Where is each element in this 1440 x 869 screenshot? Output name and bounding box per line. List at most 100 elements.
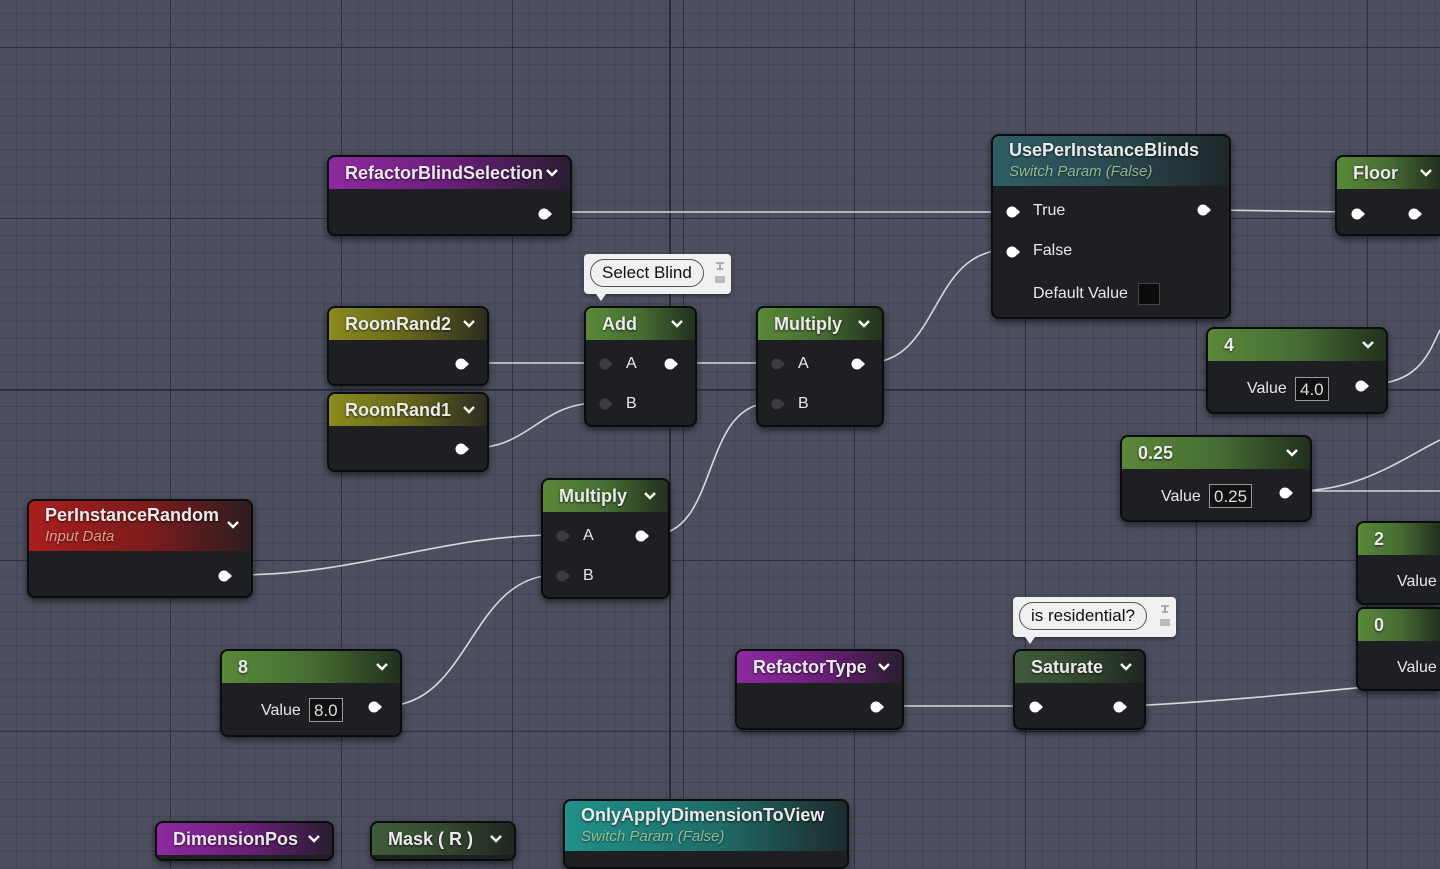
node-mask-r[interactable]: Mask ( R )	[370, 821, 516, 861]
comment-tail	[596, 294, 606, 301]
node-per-instance-random[interactable]: PerInstanceRandom Input Data	[27, 499, 253, 598]
node-header[interactable]: RoomRand1	[329, 394, 487, 426]
node-room-rand2[interactable]: RoomRand2	[327, 306, 489, 386]
output-pin-icon[interactable]	[538, 207, 552, 221]
chevron-down-icon[interactable]	[876, 659, 892, 675]
node-saturate[interactable]: Saturate	[1013, 649, 1146, 730]
wire-layer	[235, 209, 1440, 707]
comment-bubble-select-blind[interactable]: Select Blind	[584, 254, 731, 301]
output-pin-icon[interactable]	[1279, 486, 1293, 500]
input-pin-icon[interactable]	[599, 357, 613, 371]
comment-bubble-is-residential[interactable]: is residential?	[1013, 597, 1176, 644]
node-header[interactable]: Multiply	[543, 480, 668, 512]
node-constant-8[interactable]: 8 Value 8.0	[220, 649, 402, 737]
chevron-down-icon[interactable]	[1360, 337, 1376, 353]
output-pin-icon[interactable]	[455, 357, 469, 371]
chevron-down-icon[interactable]	[669, 316, 685, 332]
value-input[interactable]: 4.0	[1295, 377, 1329, 401]
node-multiply[interactable]: Multiply A B	[756, 306, 884, 427]
node-header[interactable]: 8	[222, 651, 400, 683]
output-pin-icon[interactable]	[870, 700, 884, 714]
output-pin-icon[interactable]	[851, 357, 865, 371]
node-header[interactable]: Add	[586, 308, 695, 340]
chevron-down-icon[interactable]	[306, 831, 322, 847]
node-floor[interactable]: Floor	[1335, 155, 1440, 236]
node-header[interactable]: RoomRand2	[329, 308, 487, 340]
node-header[interactable]: PerInstanceRandom Input Data	[29, 501, 251, 551]
node-title: Mask ( R )	[388, 829, 474, 849]
node-room-rand1[interactable]: RoomRand1	[327, 392, 489, 472]
node-multiply[interactable]: Multiply A B	[541, 478, 670, 599]
output-pin-icon[interactable]	[664, 357, 678, 371]
chevron-down-icon[interactable]	[1118, 659, 1134, 675]
node-add[interactable]: Add A B	[584, 306, 697, 427]
value-input[interactable]: 0.25	[1209, 484, 1253, 508]
node-constant-025[interactable]: 0.25 Value 0.25	[1120, 435, 1312, 522]
node-title: Saturate	[1031, 657, 1104, 677]
node-constant-0[interactable]: 0 Value	[1356, 607, 1440, 691]
output-pin-icon[interactable]	[218, 569, 232, 583]
node-title: PerInstanceRandom	[45, 505, 220, 525]
node-constant-4[interactable]: 4 Value 4.0	[1206, 327, 1388, 414]
output-pin-icon[interactable]	[1197, 203, 1211, 217]
output-pin-icon[interactable]	[368, 700, 382, 714]
chevron-down-icon[interactable]	[488, 831, 504, 847]
chevron-down-icon[interactable]	[1284, 445, 1300, 461]
chevron-down-icon[interactable]	[461, 402, 477, 418]
wire	[1213, 209, 1351, 213]
node-header[interactable]: OnlyApplyDimensionToView Switch Param (F…	[565, 801, 847, 851]
node-dimension-pos[interactable]: DimensionPos	[155, 821, 334, 861]
output-pin-icon[interactable]	[1355, 379, 1369, 393]
input-pin-icon[interactable]	[1006, 245, 1020, 259]
input-pin-icon[interactable]	[771, 397, 785, 411]
input-pin-icon[interactable]	[1351, 207, 1365, 221]
node-title: RoomRand1	[345, 400, 452, 420]
node-title: RefactorBlindSelection	[345, 163, 544, 183]
input-pin-icon[interactable]	[1029, 700, 1043, 714]
chevron-down-icon[interactable]	[1418, 165, 1434, 181]
node-header[interactable]: Saturate	[1015, 651, 1144, 683]
node-header[interactable]: Multiply	[758, 308, 882, 340]
node-header[interactable]: RefactorBlindSelection	[329, 157, 570, 189]
node-header[interactable]: 0.25	[1122, 437, 1310, 469]
comment-pin-icon[interactable]	[1159, 603, 1171, 629]
chevron-down-icon[interactable]	[225, 517, 241, 533]
node-subtitle: Switch Param (False)	[581, 828, 725, 845]
output-pin-icon[interactable]	[1408, 207, 1422, 221]
node-header[interactable]: Mask ( R )	[372, 823, 514, 855]
chevron-down-icon[interactable]	[461, 316, 477, 332]
node-constant-2[interactable]: 2 Value	[1356, 521, 1440, 605]
comment-pin-icon[interactable]	[714, 260, 726, 286]
default-value-checkbox[interactable]	[1138, 283, 1160, 305]
node-header[interactable]: RefactorType	[737, 651, 902, 683]
chevron-down-icon[interactable]	[374, 659, 390, 675]
node-header[interactable]: 0	[1358, 609, 1440, 641]
node-use-per-instance-blinds[interactable]: UsePerInstanceBlinds Switch Param (False…	[991, 134, 1231, 319]
node-refactor-type[interactable]: RefactorType	[735, 649, 904, 730]
comment-tail	[1025, 637, 1035, 644]
node-header[interactable]: Floor	[1337, 157, 1440, 189]
node-only-apply-dimension-to-view[interactable]: OnlyApplyDimensionToView Switch Param (F…	[563, 799, 849, 869]
input-pin-icon[interactable]	[599, 397, 613, 411]
output-pin-icon[interactable]	[1113, 700, 1127, 714]
node-header[interactable]: DimensionPos	[157, 823, 332, 855]
node-title: 0	[1374, 615, 1385, 635]
input-pin-icon[interactable]	[1006, 205, 1020, 219]
node-header[interactable]: 2	[1358, 523, 1440, 555]
value-input[interactable]: 8.0	[309, 698, 343, 722]
input-pin-icon[interactable]	[556, 529, 570, 543]
node-header[interactable]: 4	[1208, 329, 1386, 361]
node-refactor-blind-selection[interactable]: RefactorBlindSelection	[327, 155, 572, 236]
output-pin-icon[interactable]	[455, 442, 469, 456]
graph-origin-horizontal-axis	[0, 389, 1440, 391]
input-pin-icon[interactable]	[556, 569, 570, 583]
output-pin-icon[interactable]	[635, 529, 649, 543]
input-pin-icon[interactable]	[771, 357, 785, 371]
node-header[interactable]: UsePerInstanceBlinds Switch Param (False…	[993, 136, 1229, 186]
chevron-down-icon[interactable]	[642, 488, 658, 504]
chevron-down-icon[interactable]	[856, 316, 872, 332]
pin-label-b: B	[626, 395, 637, 412]
chevron-down-icon[interactable]	[544, 165, 560, 181]
pin-label-a: A	[583, 527, 594, 544]
node-title: 4	[1224, 335, 1235, 355]
